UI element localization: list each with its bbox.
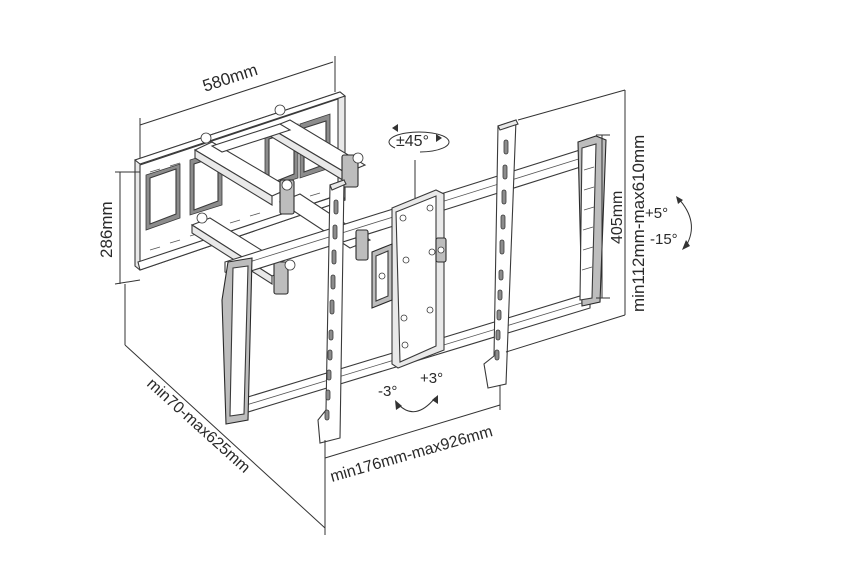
height-dimension-label: 286mm xyxy=(97,201,116,258)
vertical-span-label: min112mm-max610mm xyxy=(629,135,648,312)
swivel-arrow-head-icon xyxy=(392,124,398,132)
level-minus-label: -3° xyxy=(378,383,397,400)
swivel-label: ±45° xyxy=(396,133,429,150)
dimension-lines xyxy=(114,56,626,535)
tilt-arrow-bottom-icon xyxy=(682,240,690,250)
level-plus-label: +3° xyxy=(420,370,443,387)
tilt-plus-label: +5° xyxy=(645,205,668,222)
level-arrow-right-icon xyxy=(432,395,438,404)
vertical-inner-label: 405mm xyxy=(609,191,626,244)
swivel-arrow-tail-icon xyxy=(436,134,442,142)
vertical-strips xyxy=(317,119,519,444)
level-arrow-left-icon xyxy=(395,400,402,410)
width-dimension-label: 580mm xyxy=(200,60,260,96)
horizontal-span-label: min176mm-max926mm xyxy=(328,423,494,486)
tilt-arrow-top-icon xyxy=(676,196,683,204)
tilt-minus-label: -15° xyxy=(650,231,678,248)
rotation-arrows xyxy=(388,124,692,413)
center-plate xyxy=(355,189,447,369)
